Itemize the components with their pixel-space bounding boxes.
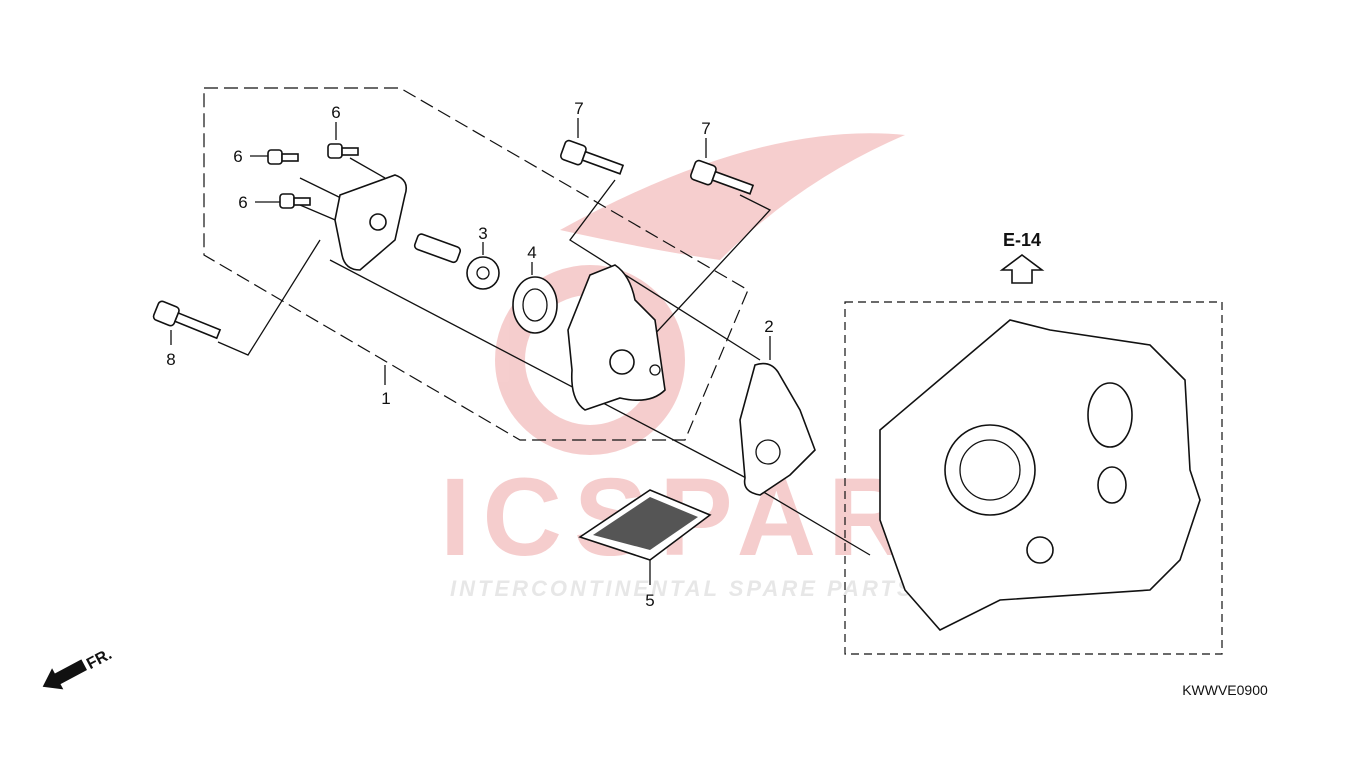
bolt-8 [152,300,222,340]
assembly-outline [203,87,749,441]
leader-6 [299,157,386,223]
leader-gasket [759,489,871,556]
pump-body-hole [649,364,661,376]
oil-strainer [578,489,712,561]
callout-7[interactable]: 7 [574,99,583,118]
bolt-6-a [327,143,359,159]
diagram-code: KWWVE0900 [1182,682,1268,698]
leader-7b [639,194,772,351]
inner-rotor [466,256,500,290]
crankcase [879,319,1201,631]
gasket [739,362,816,496]
crankcase-bore-3 [1026,536,1054,564]
pump-body [567,264,666,411]
callout-1[interactable]: 1 [381,389,390,408]
leader-7a [569,179,761,361]
watermark-tagline: INTERCONTINENTAL SPARE PARTS [450,576,915,601]
callout-3[interactable]: 3 [478,224,487,243]
crankcase-bore-2 [1097,466,1127,504]
front-label: FR. [84,646,115,673]
reference-label[interactable]: E-14 [1003,230,1041,250]
bolt-7-b [689,159,755,195]
callout-ticks [170,118,771,585]
pump-body-boss [609,349,635,375]
outer-rotor [512,276,558,334]
cover-hole [369,213,387,231]
crankcase-bearing [944,424,1036,516]
inner-rotor-hub [476,266,490,280]
bolt-6-b [267,149,299,165]
bolt-7-a [559,139,625,175]
pump-shaft [413,233,462,264]
front-arrow-icon [42,659,87,690]
crankcase-bearing-inner [959,439,1021,501]
callout-5[interactable]: 5 [645,591,654,610]
callout-6[interactable]: 6 [331,103,340,122]
bolt-6-c [279,193,311,209]
leader-cover [329,259,751,481]
leader-8 [217,239,321,356]
gasket-hole [755,439,781,465]
callout-4[interactable]: 4 [527,243,536,262]
crankcase-reference-box [844,301,1223,655]
callout-6[interactable]: 6 [238,193,247,212]
front-direction-marker: FR. [42,646,115,690]
crankcase-bore-1 [1087,382,1133,448]
up-arrow-icon [999,254,1045,284]
callout-6[interactable]: 6 [233,147,242,166]
callout-2[interactable]: 2 [764,317,773,336]
callout-8[interactable]: 8 [166,350,175,369]
callout-7[interactable]: 7 [701,119,710,138]
outer-rotor-inner [522,288,548,322]
